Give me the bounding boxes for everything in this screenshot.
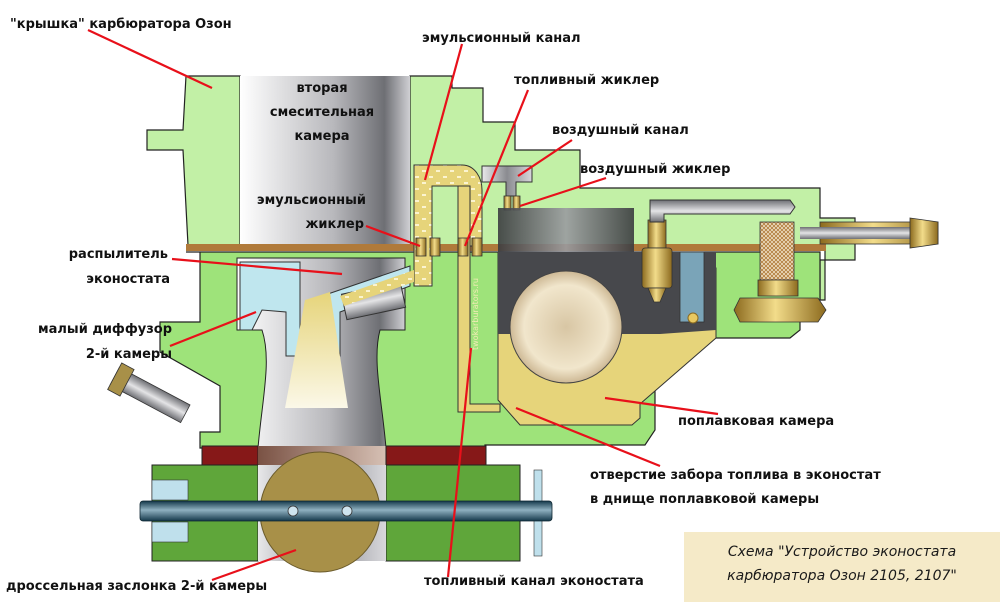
shaft-screw-1 <box>287 505 299 517</box>
econostat-fuel-channel <box>457 185 501 413</box>
bushing-bottom <box>151 521 189 543</box>
watermark: twokarburators.ru <box>471 278 480 350</box>
leader-small-diffuser <box>169 310 257 348</box>
leader-econostat-atomizer <box>171 257 343 276</box>
label-float-chamber: поплавковая камера <box>678 414 834 429</box>
caption-line-1: Схема "Устройство эконостата <box>727 544 957 560</box>
float-chamber-lid <box>498 208 634 252</box>
filter-plug-nut <box>733 297 827 323</box>
second-mixing-chamber <box>240 76 410 248</box>
emulsion-jet <box>415 237 441 257</box>
leader-cover <box>87 29 213 89</box>
leader-air-jet <box>519 176 607 208</box>
leader-fuel-jet <box>463 89 530 247</box>
svg-text:жиклер: жиклер <box>305 217 364 232</box>
label-emulsion-channel: эмульсионный канал <box>422 31 581 46</box>
float-pivot <box>687 312 699 324</box>
caption-box: Схема "Устройство эконостата карбюратора… <box>684 532 1000 602</box>
label-throttle-valve: дроссельная заслонка 2-й камеры <box>6 579 267 594</box>
svg-text:2-й камеры: 2-й камеры <box>86 347 172 362</box>
float <box>509 270 623 384</box>
vacuum-fitting <box>107 362 191 424</box>
svg-text:эконостата: эконостата <box>86 272 170 287</box>
leader-float-chamber <box>604 396 719 416</box>
spacer-left <box>201 445 259 467</box>
spacer-right <box>385 445 487 467</box>
emulsion-to-atomizer <box>340 270 414 306</box>
svg-text:в днище поплавковой камеры: в днище поплавковой камеры <box>590 492 819 507</box>
label-econostat-atomizer: распылитель эконостата <box>69 247 170 287</box>
shaft-screw-2 <box>341 505 353 517</box>
fuel-supply-channel <box>649 199 796 223</box>
svg-text:смесительная: смесительная <box>270 105 374 120</box>
fuel-inlet-bore <box>800 227 938 239</box>
label-emulsion-jet: эмульсионный жиклер <box>257 193 366 232</box>
bushing-top <box>151 479 189 501</box>
label-air-channel: воздушный канал <box>552 123 689 138</box>
leader-emulsion-jet <box>365 224 421 248</box>
fuel-inlet-barb <box>909 217 939 249</box>
caption-line-2: карбюратора Озон 2105, 2107" <box>727 568 957 584</box>
label-air-jet: воздушный жиклер <box>580 162 730 177</box>
small-diffuser <box>239 261 301 357</box>
label-fuel-jet: топливный жиклер <box>514 73 659 88</box>
leader-throttle-valve <box>211 548 297 582</box>
leader-econostat-fuel-channel <box>446 347 473 578</box>
svg-text:вторая: вторая <box>296 81 347 96</box>
label-econostat-fuel-channel: топливный канал эконостата <box>424 574 644 589</box>
leader-fuel-intake-hole <box>515 406 661 468</box>
svg-text:эмульсионный: эмульсионный <box>257 193 366 208</box>
float-arm-guide <box>679 251 705 323</box>
fuel-jet <box>457 237 483 257</box>
label-second-mixing-chamber: вторая смесительная камера <box>270 81 374 144</box>
fuel-filter <box>759 221 795 281</box>
fuel-spray <box>285 292 348 408</box>
svg-text:распылитель: распылитель <box>69 247 168 262</box>
label-fuel-intake-hole: отверстие забора топлива в эконостат в д… <box>590 468 881 507</box>
needle-valve <box>641 219 673 303</box>
filter-plug-thread <box>757 279 799 297</box>
label-small-diffuser: малый диффузор 2-й камеры <box>38 322 172 362</box>
leader-air-channel <box>517 139 573 177</box>
svg-text:малый диффузор: малый диффузор <box>38 322 172 337</box>
svg-text:камера: камера <box>294 129 349 144</box>
leader-emulsion-channel <box>423 43 464 181</box>
svg-text:отверстие забора топлива в эко: отверстие забора топлива в эконостат <box>590 468 881 483</box>
label-cover: "крышка" карбюратора Озон <box>10 17 232 32</box>
